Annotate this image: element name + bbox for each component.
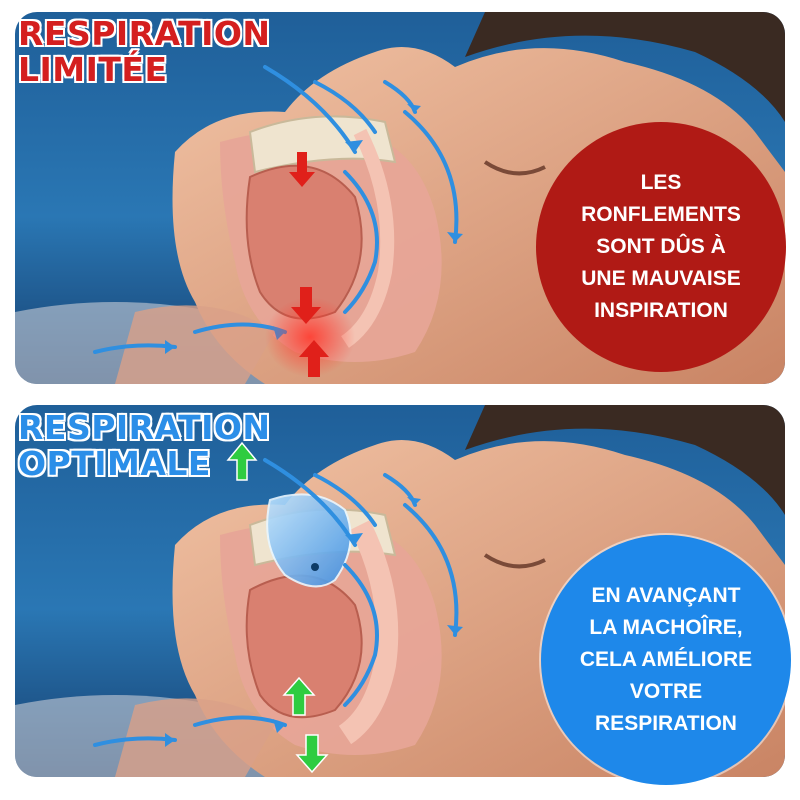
caption-line: INSPIRATION <box>594 299 728 322</box>
headline-line: RESPIRATION <box>17 14 271 53</box>
caption-line: SONT DÛS À <box>596 235 726 258</box>
snoring-cause-bubble: LES RONFLEMENTS SONT DÛS À UNE MAUVAISE … <box>536 122 786 372</box>
bubble-caption: EN AVANÇANT LA MACHOÎRE, CELA AMÉLIORE V… <box>580 580 752 740</box>
headline-line: LIMITÉE <box>17 50 168 89</box>
caption-line: VOTRE <box>629 680 703 703</box>
optimal-breathing-headline: RESPIRATION OPTIMALE <box>17 408 271 483</box>
headline-line: RESPIRATION <box>17 408 271 447</box>
caption-line: RESPIRATION <box>595 712 737 735</box>
bubble-caption: LES RONFLEMENTS SONT DÛS À UNE MAUVAISE … <box>581 167 741 327</box>
caption-line: UNE MAUVAISE <box>581 267 741 290</box>
restricted-breathing-headline: RESPIRATION LIMITÉE <box>17 14 271 89</box>
caption-line: EN AVANÇANT <box>591 584 741 607</box>
caption-line: LES <box>640 171 682 194</box>
headline-line: OPTIMALE <box>17 444 211 483</box>
jaw-advancement-bubble: EN AVANÇANT LA MACHOÎRE, CELA AMÉLIORE V… <box>541 535 791 785</box>
caption-line: CELA AMÉLIORE <box>579 648 753 671</box>
caption-line: LA MACHOÎRE, <box>589 616 743 639</box>
caption-line: RONFLEMENTS <box>581 203 741 226</box>
